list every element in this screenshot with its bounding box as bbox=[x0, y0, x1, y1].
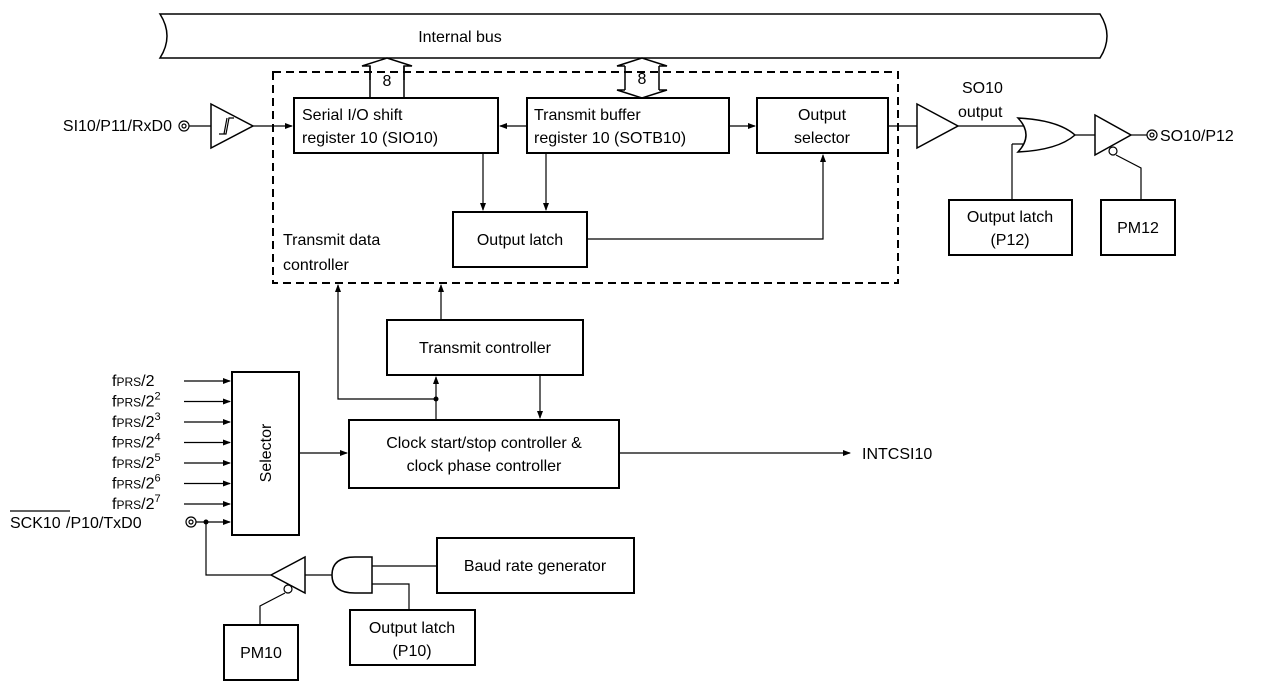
bus-width-label-b: 8 bbox=[638, 71, 647, 88]
tristate-buffer-so10-icon bbox=[1094, 113, 1133, 157]
output-selector-label-1: Output bbox=[798, 107, 847, 124]
baud-rate-generator-label: Baud rate generator bbox=[464, 558, 607, 575]
inner-connections bbox=[480, 123, 826, 240]
transmit-controller-block bbox=[386, 319, 584, 376]
schmitt-buffer-icon bbox=[210, 102, 255, 150]
pm10-block bbox=[223, 624, 299, 681]
internal-bus: Internal bus bbox=[158, 13, 1108, 59]
output-selector-label-2: selector bbox=[794, 130, 851, 147]
output-latch-inner-label: Output latch bbox=[477, 232, 563, 249]
clock-controller-block bbox=[348, 419, 620, 489]
output-latch-p10-block bbox=[349, 609, 476, 666]
transmit-buffer-label-1: Transmit buffer bbox=[534, 107, 641, 124]
clock-input-label: fPRS/23 bbox=[112, 411, 161, 431]
or-gate-icon bbox=[1016, 117, 1077, 153]
output-selector-block bbox=[756, 97, 889, 154]
sck10-pin-label-rest: /P10/TxD0 bbox=[66, 515, 142, 532]
sck10-pin-icon bbox=[185, 516, 197, 528]
control-connections bbox=[299, 284, 851, 456]
clock-input-label: fPRS/27 bbox=[112, 493, 161, 513]
transmit-controller-label: Transmit controller bbox=[419, 340, 552, 357]
si10-pin-label: SI10/P11/RxD0 bbox=[63, 118, 172, 135]
clock-input-label: fPRS/25 bbox=[112, 452, 161, 472]
so10-output-label-1: SO10 bbox=[962, 80, 1003, 97]
sio-shift-register-block bbox=[293, 97, 499, 154]
intcsi10-label: INTCSI10 bbox=[862, 446, 932, 463]
clock-controller-label-1: Clock start/stop controller & bbox=[386, 435, 582, 452]
clock-input-label: fPRS/26 bbox=[112, 473, 161, 493]
si10-pin-icon bbox=[178, 120, 190, 132]
sck10-pin-label-overbar: SCK10 bbox=[10, 515, 61, 532]
so10-pin-label: SO10/P12 bbox=[1160, 128, 1234, 145]
clock-inputs: fPRS/2fPRS/22fPRS/23fPRS/24fPRS/25fPRS/2… bbox=[112, 373, 231, 513]
clock-input-label: fPRS/2 bbox=[112, 373, 155, 390]
selector-block bbox=[231, 371, 300, 536]
clock-input-label: fPRS/24 bbox=[112, 432, 161, 452]
transmit-data-controller-label-1: Transmit data bbox=[283, 232, 380, 249]
bus-width-label-a: 8 bbox=[383, 73, 392, 90]
so10-pin-icon bbox=[1146, 129, 1158, 141]
transmit-data-controller-region bbox=[272, 71, 899, 284]
output-latch-p10-label-1: Output latch bbox=[369, 620, 455, 637]
and-gate-icon bbox=[331, 556, 373, 594]
baud-rate-generator-block bbox=[436, 537, 635, 594]
output-latch-p12-label-1: Output latch bbox=[967, 209, 1053, 226]
output-latch-p12-label-2: (P12) bbox=[990, 232, 1029, 249]
pm12-block bbox=[1100, 199, 1176, 256]
internal-bus-label: Internal bus bbox=[418, 29, 502, 46]
so10-output-label-2: output bbox=[958, 104, 1003, 121]
sio-shift-label-2: register 10 (SIO10) bbox=[302, 130, 438, 147]
sio-shift-label-1: Serial I/O shift bbox=[302, 107, 403, 124]
bus-arrow-up bbox=[361, 57, 413, 98]
pm10-label: PM10 bbox=[240, 645, 282, 662]
clock-input-label: fPRS/22 bbox=[112, 391, 161, 411]
pm12-label: PM12 bbox=[1117, 220, 1159, 237]
clock-controller-label-2: clock phase controller bbox=[407, 458, 562, 475]
transmit-data-controller-label-2: controller bbox=[283, 257, 349, 274]
output-buffer-icon bbox=[916, 102, 960, 150]
transmit-buffer-label-2: register 10 (SOTB10) bbox=[534, 130, 686, 147]
output-latch-p10-label-2: (P10) bbox=[392, 643, 431, 660]
selector-label: Selector bbox=[258, 423, 275, 482]
output-latch-p12-block bbox=[948, 199, 1073, 256]
